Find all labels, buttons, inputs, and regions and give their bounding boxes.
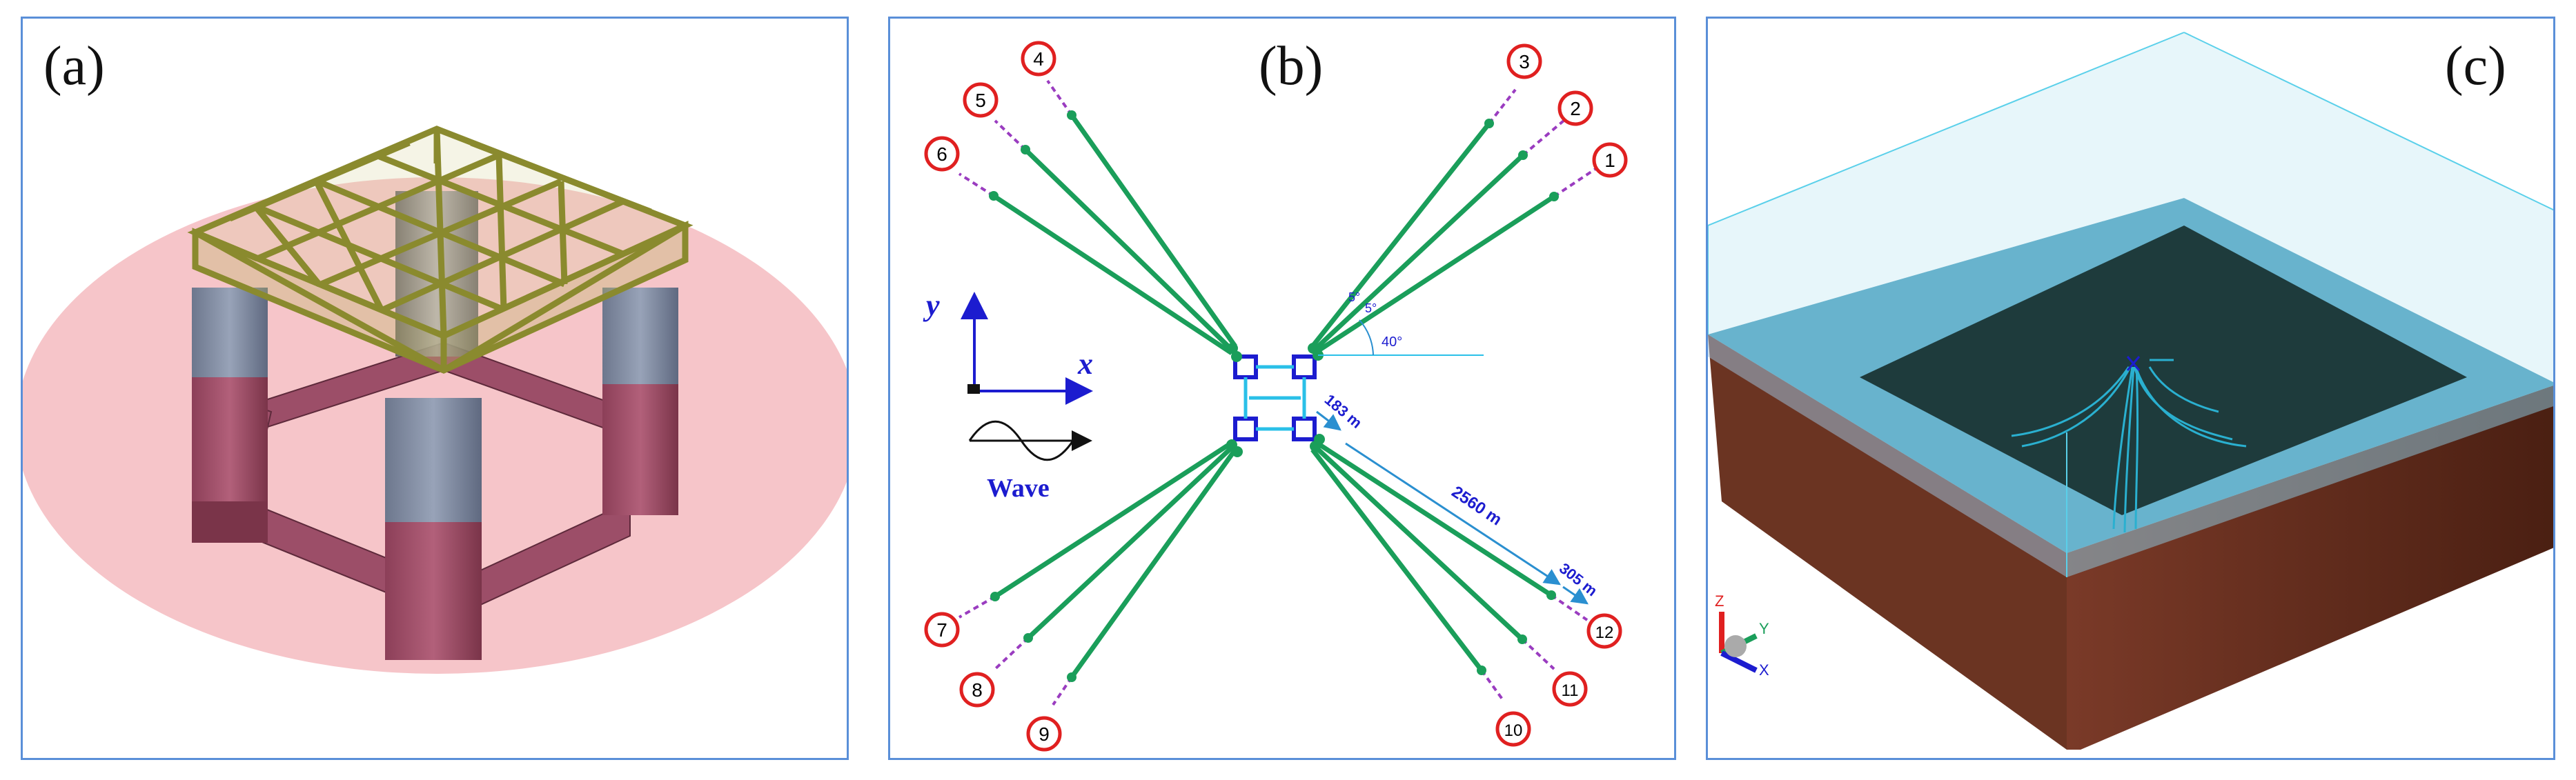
fairlead-nodes bbox=[1226, 343, 1325, 457]
mooring-line-7 bbox=[958, 441, 1233, 619]
anchor-10: 10 bbox=[1495, 711, 1531, 747]
dim-183-label: 183 m bbox=[1321, 391, 1366, 432]
seabed-block bbox=[1708, 334, 2553, 750]
anchor-3: 3 bbox=[1506, 43, 1542, 79]
column-right bbox=[602, 288, 678, 515]
domain-illustration: Z Y X bbox=[1708, 32, 2553, 750]
mooring-line-12 bbox=[1315, 441, 1589, 621]
axis-x-label: x bbox=[1077, 347, 1093, 381]
anchor-7: 7 bbox=[924, 612, 960, 648]
anchor-5-label: 5 bbox=[975, 90, 986, 111]
anchor-6-label: 6 bbox=[936, 143, 947, 165]
anchor-5: 5 bbox=[963, 82, 999, 118]
angle-40-label: 40° bbox=[1382, 334, 1402, 350]
air-box bbox=[1708, 32, 2553, 577]
anchor-8: 8 bbox=[959, 672, 995, 708]
mooring-line-9 bbox=[1052, 448, 1237, 706]
mooring-line-4 bbox=[1046, 79, 1237, 348]
anchor-12-label: 12 bbox=[1595, 623, 1614, 642]
anchor-2-label: 2 bbox=[1570, 98, 1581, 119]
mooring-line-2 bbox=[1312, 119, 1565, 352]
panel-c-label: (c) bbox=[2445, 36, 2506, 97]
mooring-line-5 bbox=[994, 119, 1234, 352]
dimension-annotations: 183 m 2560 m 305 m bbox=[1316, 391, 1601, 605]
dim-2560-label: 2560 m bbox=[1448, 483, 1506, 530]
anchor-9: 9 bbox=[1026, 716, 1062, 752]
spread-angle-label-2: 5° bbox=[1365, 301, 1377, 315]
anchor-12: 12 bbox=[1586, 613, 1622, 649]
mooring-line-11 bbox=[1312, 444, 1555, 670]
platform-illustration bbox=[23, 126, 847, 674]
panel-c-3d-domain: (c) bbox=[1706, 17, 2555, 760]
mooring-line-1 bbox=[1313, 168, 1597, 355]
panel-a-label: (a) bbox=[43, 36, 105, 97]
mooring-diagram: 1 2 3 4 5 6 7 8 9 10 11 12 bbox=[923, 41, 1628, 752]
anchor-markers: 1 2 3 4 5 6 7 8 9 10 11 12 bbox=[924, 41, 1628, 752]
mooring-line-10 bbox=[1310, 448, 1504, 701]
panel-a-platform-model: (a) bbox=[21, 17, 849, 760]
anchor-4: 4 bbox=[1021, 41, 1056, 77]
wave-label: Wave bbox=[987, 474, 1050, 503]
anchor-1: 1 bbox=[1592, 142, 1628, 178]
mooring-lines bbox=[958, 79, 1597, 706]
coordinate-triad: Z Y X bbox=[1715, 592, 1769, 679]
anchor-4-label: 4 bbox=[1033, 48, 1044, 70]
column-left bbox=[192, 288, 268, 543]
anchor-3-label: 3 bbox=[1519, 51, 1530, 72]
anchor-11: 11 bbox=[1552, 671, 1588, 707]
column-front bbox=[385, 398, 482, 660]
anchor-9-label: 9 bbox=[1039, 723, 1050, 745]
anchor-7-label: 7 bbox=[936, 619, 947, 641]
mooring-line-8 bbox=[992, 444, 1235, 672]
spread-angle-label-1: 5° bbox=[1348, 290, 1360, 304]
triad-z-label: Z bbox=[1715, 592, 1724, 610]
triad-x-label: X bbox=[1759, 661, 1769, 679]
anchor-11-label: 11 bbox=[1562, 681, 1579, 700]
anchor-2: 2 bbox=[1557, 90, 1593, 126]
xy-axes: y x bbox=[923, 288, 1093, 405]
dim-305-label: 305 m bbox=[1556, 559, 1601, 599]
panel-b-mooring-layout: (b) bbox=[888, 17, 1676, 760]
hull-pontoons bbox=[1243, 365, 1306, 431]
anchor-1-label: 1 bbox=[1604, 150, 1615, 171]
triad-y-label: Y bbox=[1759, 620, 1769, 637]
angle-annotation: 40° 5° 5° bbox=[1318, 290, 1484, 356]
moored-platform bbox=[2011, 356, 2247, 533]
deck-truss bbox=[187, 126, 694, 374]
mooring-line-6 bbox=[958, 172, 1233, 355]
anchor-6: 6 bbox=[924, 136, 960, 172]
panel-b-label: (b) bbox=[1259, 36, 1324, 97]
mooring-line-3 bbox=[1310, 88, 1517, 348]
anchor-10-label: 10 bbox=[1504, 721, 1523, 740]
anchor-8-label: 8 bbox=[972, 679, 983, 701]
axis-y-label: y bbox=[923, 288, 940, 322]
wave-indicator: Wave bbox=[968, 420, 1092, 503]
